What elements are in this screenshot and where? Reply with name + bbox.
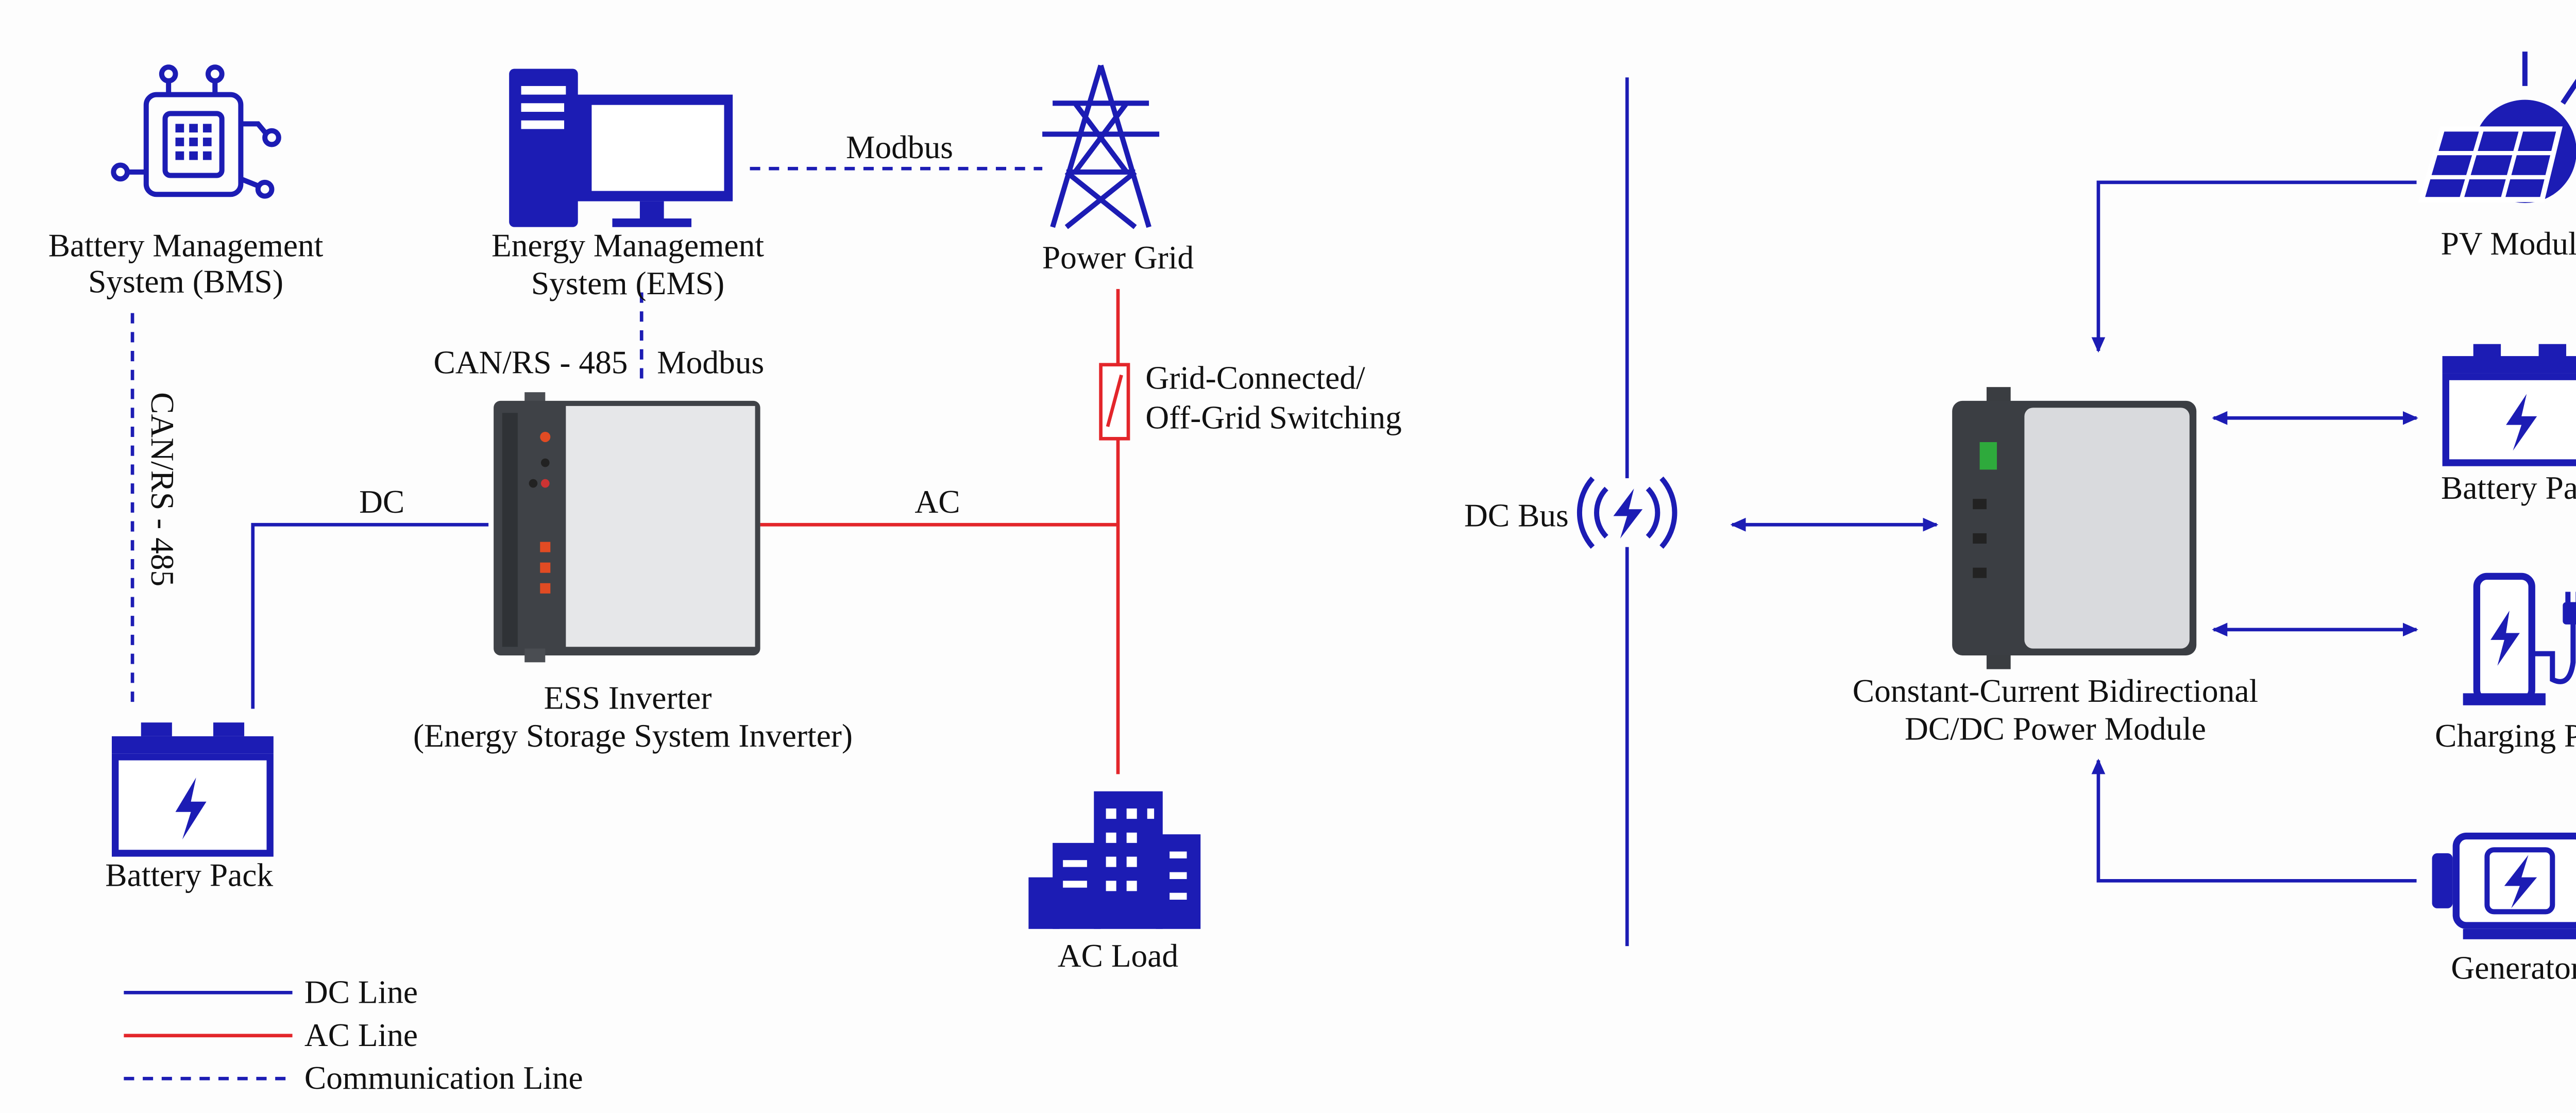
inverter-ac-line: AC xyxy=(760,289,1120,774)
ac-load-label: AC Load xyxy=(1058,937,1178,974)
ac-label: AC xyxy=(914,483,960,520)
dc-bus-label: DC Bus xyxy=(1464,497,1569,534)
grid-switch: Grid-Connected/ Off-Grid Switching xyxy=(1099,359,1402,441)
bms-comm-label: CAN/RS - 485 xyxy=(144,392,181,586)
legend-label: Communication Line xyxy=(304,1059,583,1096)
wireless-bolt-icon xyxy=(1577,476,1677,549)
bms-label-1: Battery Management xyxy=(48,227,324,263)
ems-inverter-comm-line: CAN/RS - 485 Modbus xyxy=(433,292,764,380)
ess-inverter-label-1: ESS Inverter xyxy=(544,679,712,716)
ems-inverter-modbus-label: Modbus xyxy=(657,344,764,380)
legend-item-ac: AC Line xyxy=(124,1017,418,1053)
charging-pile-node: Charging Pile xyxy=(2435,572,2576,754)
generator-label: Generator xyxy=(2451,950,2576,986)
generator-node: Generator xyxy=(2432,832,2576,986)
switch-label-2: Off-Grid Switching xyxy=(1145,399,1401,435)
ems-node: Energy Management System (EMS) xyxy=(492,69,764,301)
battery-icon xyxy=(2442,344,2576,466)
ess-inverter: ESS Inverter (Energy Storage System Inve… xyxy=(413,392,853,754)
ems-inverter-can-label: CAN/RS - 485 xyxy=(433,344,628,380)
battery-inverter-dc-line: DC xyxy=(251,483,489,709)
module-label-2: DC/DC Power Module xyxy=(1905,711,2206,747)
legend-label: AC Line xyxy=(304,1017,418,1053)
bms-battery-comm-line: CAN/RS - 485 xyxy=(130,313,181,709)
ems-grid-modbus-label: Modbus xyxy=(846,129,953,165)
power-grid-label: Power Grid xyxy=(1042,239,1194,276)
ems-label-1: Energy Management xyxy=(492,227,764,263)
power-grid-node: Power Grid xyxy=(1042,64,1194,276)
pv-label: PV Module xyxy=(2441,225,2576,262)
dc-bus: DC Bus xyxy=(1464,77,1939,947)
bms-label-2: System (BMS) xyxy=(88,263,283,300)
battery-icon xyxy=(112,722,274,857)
charging-pile-label: Charging Pile xyxy=(2435,717,2576,754)
ems-label-2: System (EMS) xyxy=(531,265,724,301)
legend-item-comm: Communication Line xyxy=(124,1059,583,1096)
ev-charger-icon xyxy=(2463,572,2576,705)
ems-grid-comm-line: Modbus xyxy=(750,129,1043,171)
generator-icon xyxy=(2432,832,2576,939)
battery-pack-right-label: Battery Pack xyxy=(2441,469,2576,506)
pv-module-line xyxy=(2091,180,2417,353)
solar-panel-icon xyxy=(2418,52,2576,203)
computer-icon xyxy=(509,69,733,227)
dcdc-power-module: Constant-Current Bidirectional DC/DC Pow… xyxy=(1853,387,2258,747)
transmission-tower-icon xyxy=(1042,64,1160,229)
pv-node: PV Module xyxy=(2418,52,2576,262)
battery-pack-left: Battery Pack xyxy=(105,722,274,893)
ac-load-node: AC Load xyxy=(1028,791,1201,974)
battery-pack-left-label: Battery Pack xyxy=(105,856,273,893)
legend-item-dc: DC Line xyxy=(124,973,418,1010)
legend: DC Line AC Line Communication Line xyxy=(124,973,583,1096)
battery-pack-right: Battery Pack xyxy=(2441,344,2576,506)
generator-module-line xyxy=(2091,758,2417,883)
legend-label: DC Line xyxy=(304,973,418,1010)
building-icon xyxy=(1028,791,1201,929)
dc-label: DC xyxy=(359,483,404,520)
bms-node: Battery Management System (BMS) xyxy=(48,64,324,300)
module-label-1: Constant-Current Bidirectional xyxy=(1853,672,2258,709)
switch-label-1: Grid-Connected/ xyxy=(1145,359,1365,396)
ess-inverter-label-2: (Energy Storage System Inverter) xyxy=(413,717,853,754)
chip-icon xyxy=(111,64,281,199)
